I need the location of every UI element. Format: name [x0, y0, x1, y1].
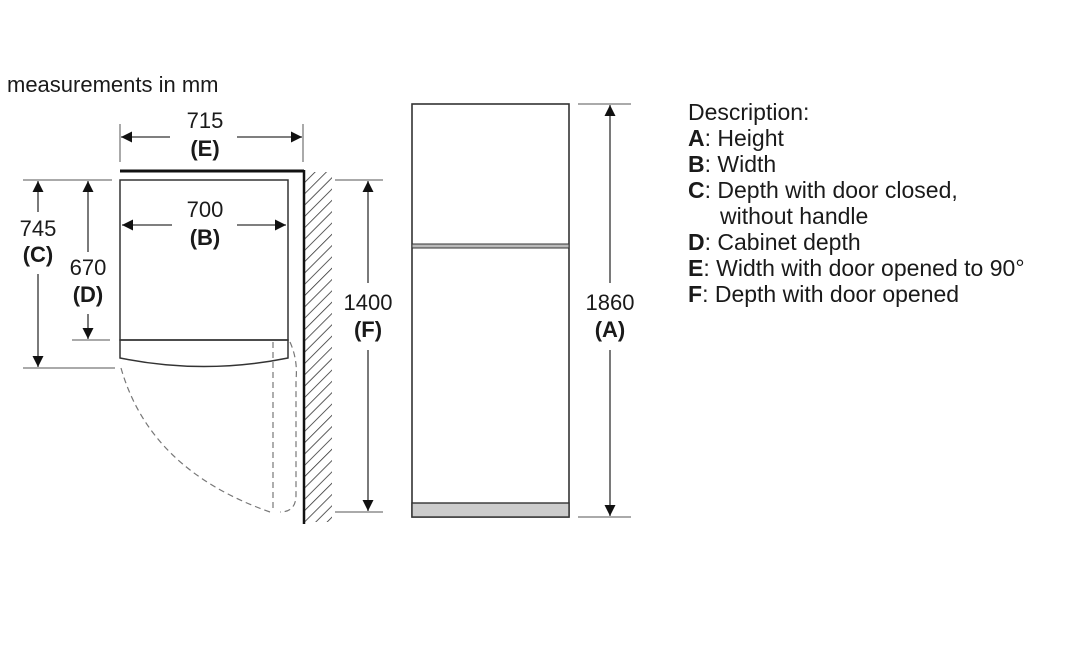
legend-item-c-cont: without handle [719, 203, 868, 229]
door-open-outline [279, 341, 297, 513]
door-swing-arc [120, 367, 271, 513]
legend-title: Description: [688, 99, 809, 125]
wall-hatching [304, 172, 332, 522]
legend-item-e: E: Width with door opened to 90° [688, 255, 1025, 281]
dim-d-letter: (D) [73, 282, 104, 307]
plinth [411, 502, 570, 518]
legend-item-d: D: Cabinet depth [688, 229, 861, 255]
top-view: 715 (E) 700 (B) 745 (C) 670 (D) [20, 108, 393, 524]
dim-a-value: 1860 [586, 290, 635, 315]
front-view: 1860 (A) [411, 103, 635, 518]
legend-item-a: A: Height [688, 125, 784, 151]
dim-d-value: 670 [70, 255, 107, 280]
legend-item-c: C: Depth with door closed, [688, 177, 958, 203]
dim-f-letter: (F) [354, 317, 382, 342]
dim-b-value: 700 [187, 197, 224, 222]
dim-e-value: 715 [187, 108, 224, 133]
units-label: measurements in mm [7, 72, 219, 97]
door-closed [119, 339, 289, 368]
door-divider [411, 243, 570, 249]
dim-c-value: 745 [20, 216, 57, 241]
dim-c-letter: (C) [23, 242, 54, 267]
dim-b-letter: (B) [190, 225, 221, 250]
dim-f-value: 1400 [344, 290, 393, 315]
dim-e-letter: (E) [190, 136, 219, 161]
description-legend: Description: A: Height B: Width C: Depth… [688, 99, 1025, 307]
legend-item-b: B: Width [688, 151, 776, 177]
fridge-outline [411, 103, 570, 518]
dim-a-letter: (A) [595, 317, 626, 342]
legend-item-f: F: Depth with door opened [688, 281, 959, 307]
